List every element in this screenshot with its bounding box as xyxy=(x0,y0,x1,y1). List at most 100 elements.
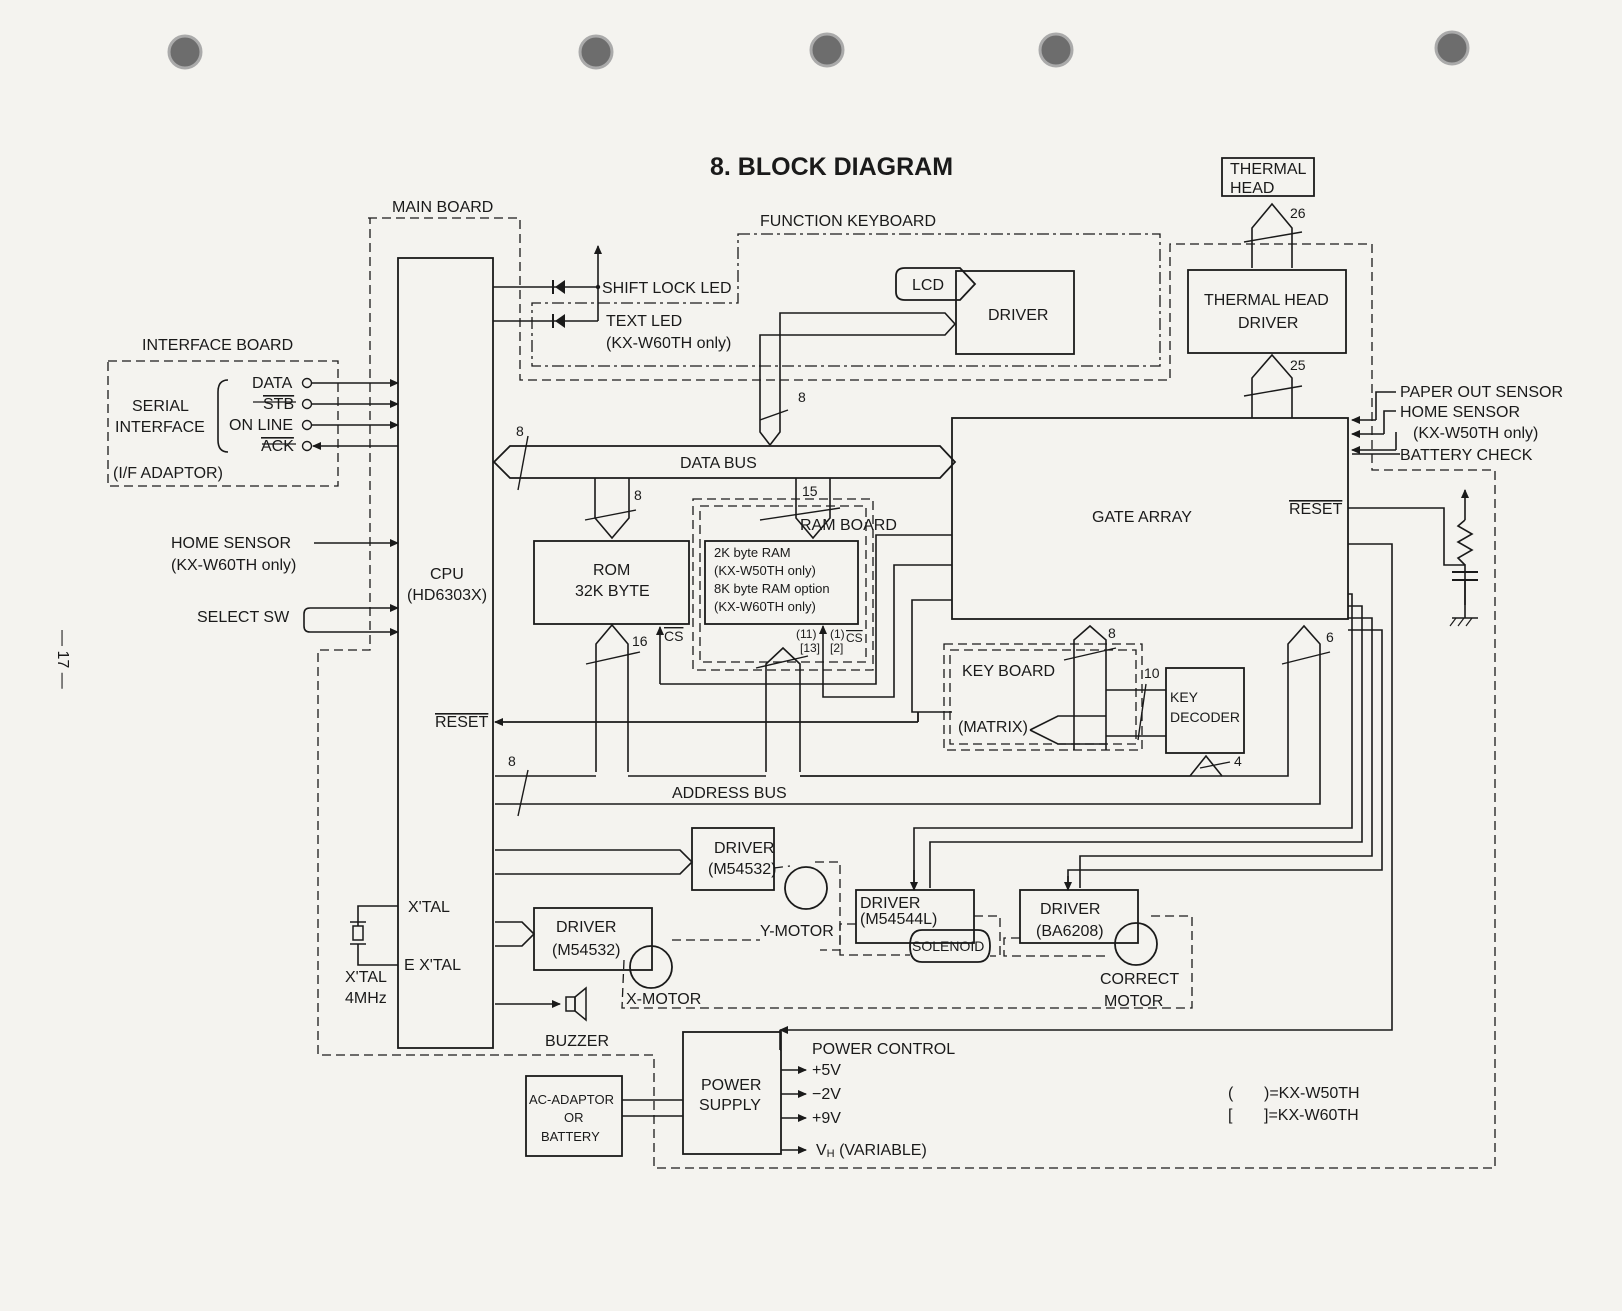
svg-text:SUPPLY: SUPPLY xyxy=(699,1097,761,1114)
svg-text:POWER: POWER xyxy=(701,1077,761,1094)
home-sensor-note: (KX-W60TH only) xyxy=(171,557,296,574)
cpu-xtal-label: X'TAL xyxy=(408,899,450,916)
svg-text:8: 8 xyxy=(508,753,516,769)
cpu-label: CPU xyxy=(430,566,464,583)
svg-text:KEY: KEY xyxy=(1170,689,1199,705)
select-sw-label: SELECT SW xyxy=(197,609,290,626)
svg-text:OR: OR xyxy=(564,1110,584,1125)
thermal-head-label-2: HEAD xyxy=(1230,180,1274,197)
text-led-diode xyxy=(552,314,565,328)
svg-text:+9V: +9V xyxy=(812,1110,841,1127)
svg-text:4: 4 xyxy=(1234,753,1242,769)
ram-board-label: RAM BOARD xyxy=(800,517,897,534)
key-board-label: KEY BOARD xyxy=(962,663,1055,680)
data-bus-label: DATA BUS xyxy=(680,455,757,472)
thermal-driver-label-1: THERMAL HEAD xyxy=(1204,292,1329,309)
thermal-driver-label-2: DRIVER xyxy=(1238,315,1298,332)
svg-text:15: 15 xyxy=(802,483,818,499)
thermal-head-label-1: THERMAL xyxy=(1230,161,1307,178)
key-board-matrix: (MATRIX) xyxy=(958,719,1028,736)
svg-text:2K byte RAM: 2K byte RAM xyxy=(714,545,791,560)
function-keyboard-outline xyxy=(531,233,1161,367)
thermal-head-driver-block xyxy=(1187,269,1347,354)
y-motor-label: Y-MOTOR xyxy=(760,923,834,940)
correct-motor-label-1: CORRECT xyxy=(1100,971,1179,988)
lcd-label: LCD xyxy=(912,277,944,294)
sensor-home: HOME SENSOR xyxy=(1400,404,1520,421)
svg-text:8: 8 xyxy=(1108,625,1116,641)
correct-driver-block xyxy=(1019,889,1139,944)
crystal-label: X'TAL xyxy=(345,969,387,986)
svg-text:(1): (1) xyxy=(830,627,845,641)
legend-bracket-1: ( xyxy=(1228,1085,1234,1102)
power-control-label: POWER CONTROL xyxy=(812,1041,955,1058)
svg-text:(M54544L): (M54544L) xyxy=(860,911,937,928)
cpu-extal-label: E X'TAL xyxy=(404,957,461,974)
y-motor xyxy=(784,866,828,910)
page-number: — 17 — xyxy=(54,630,71,689)
solenoid xyxy=(909,929,991,963)
page-title: 8. BLOCK DIAGRAM xyxy=(710,153,953,181)
correct-motor xyxy=(1114,922,1158,966)
sensor-paper-out: PAPER OUT SENSOR xyxy=(1400,384,1563,401)
svg-text:DRIVER: DRIVER xyxy=(1040,901,1100,918)
svg-text:(M54532): (M54532) xyxy=(708,861,776,878)
data-bus xyxy=(492,445,957,479)
text-led-label: TEXT LED xyxy=(606,313,682,330)
svg-text:(M54532): (M54532) xyxy=(552,942,620,959)
home-sensor-label: HOME SENSOR xyxy=(171,535,291,552)
rom-cs: CS xyxy=(664,628,683,644)
svg-text:6: 6 xyxy=(1326,629,1334,645)
buzzer-label: BUZZER xyxy=(545,1033,609,1050)
lcd-driver-label: DRIVER xyxy=(988,307,1048,324)
key-board-outline xyxy=(943,643,1143,751)
svg-text:−2V: −2V xyxy=(812,1086,841,1103)
lcd-bus xyxy=(759,312,957,446)
x-driver-block xyxy=(533,907,653,971)
ram-block xyxy=(704,540,859,625)
svg-text:AC-ADAPTOR: AC-ADAPTOR xyxy=(529,1092,614,1107)
svg-text:26: 26 xyxy=(1290,205,1306,221)
function-keyboard-label: FUNCTION KEYBOARD xyxy=(760,213,936,230)
x-motor xyxy=(629,945,673,989)
gate-array-label: GATE ARRAY xyxy=(1092,509,1192,526)
crystal-symbol xyxy=(350,905,398,966)
svg-text:8K byte RAM option: 8K byte RAM option xyxy=(714,581,830,596)
key-decoder-block xyxy=(1165,667,1245,754)
interface-board-outline xyxy=(107,360,339,487)
y-driver-block xyxy=(691,827,775,891)
power-supply-block xyxy=(682,1031,782,1155)
svg-text:+5V: +5V xyxy=(812,1062,841,1079)
svg-text:(11): (11) xyxy=(796,627,816,641)
svg-text:16: 16 xyxy=(632,633,648,649)
lcd-driver-block xyxy=(955,270,1075,355)
shift-led-diode xyxy=(552,280,565,294)
cpu-part: (HD6303X) xyxy=(407,587,487,604)
crystal-freq: 4MHz xyxy=(345,990,387,1007)
shift-led-label: SHIFT LOCK LED xyxy=(602,280,732,297)
svg-text:DRIVER: DRIVER xyxy=(714,840,774,857)
gate-array-block xyxy=(951,417,1349,620)
cpu-reset-label: RESET xyxy=(435,714,489,731)
legend-bracket-2: [ xyxy=(1228,1107,1233,1124)
signal-online: ON LINE xyxy=(229,417,293,434)
text-led-note: (KX-W60TH only) xyxy=(606,335,731,352)
svg-text:DRIVER: DRIVER xyxy=(860,895,920,912)
address-bus-label: ADDRESS BUS xyxy=(672,785,787,802)
legend-model-1: )=KX-W50TH xyxy=(1264,1085,1360,1102)
svg-text:DRIVER: DRIVER xyxy=(556,919,616,936)
sensor-battery: BATTERY CHECK xyxy=(1400,447,1533,464)
svg-text:(KX-W50TH only): (KX-W50TH only) xyxy=(714,563,816,578)
svg-text:8: 8 xyxy=(634,487,642,503)
solenoid-label: SOLENOID xyxy=(912,938,984,954)
svg-text:[13]: [13] xyxy=(800,641,820,655)
signal-data: DATA xyxy=(252,375,293,392)
x-motor-label: X-MOTOR xyxy=(626,991,701,1008)
reset-circuit xyxy=(1449,489,1478,627)
svg-text:(KX-W60TH only): (KX-W60TH only) xyxy=(714,599,816,614)
lcd-block xyxy=(895,267,977,301)
ram-cs: CS xyxy=(846,631,863,645)
interface-board-label: INTERFACE BOARD xyxy=(142,337,293,354)
